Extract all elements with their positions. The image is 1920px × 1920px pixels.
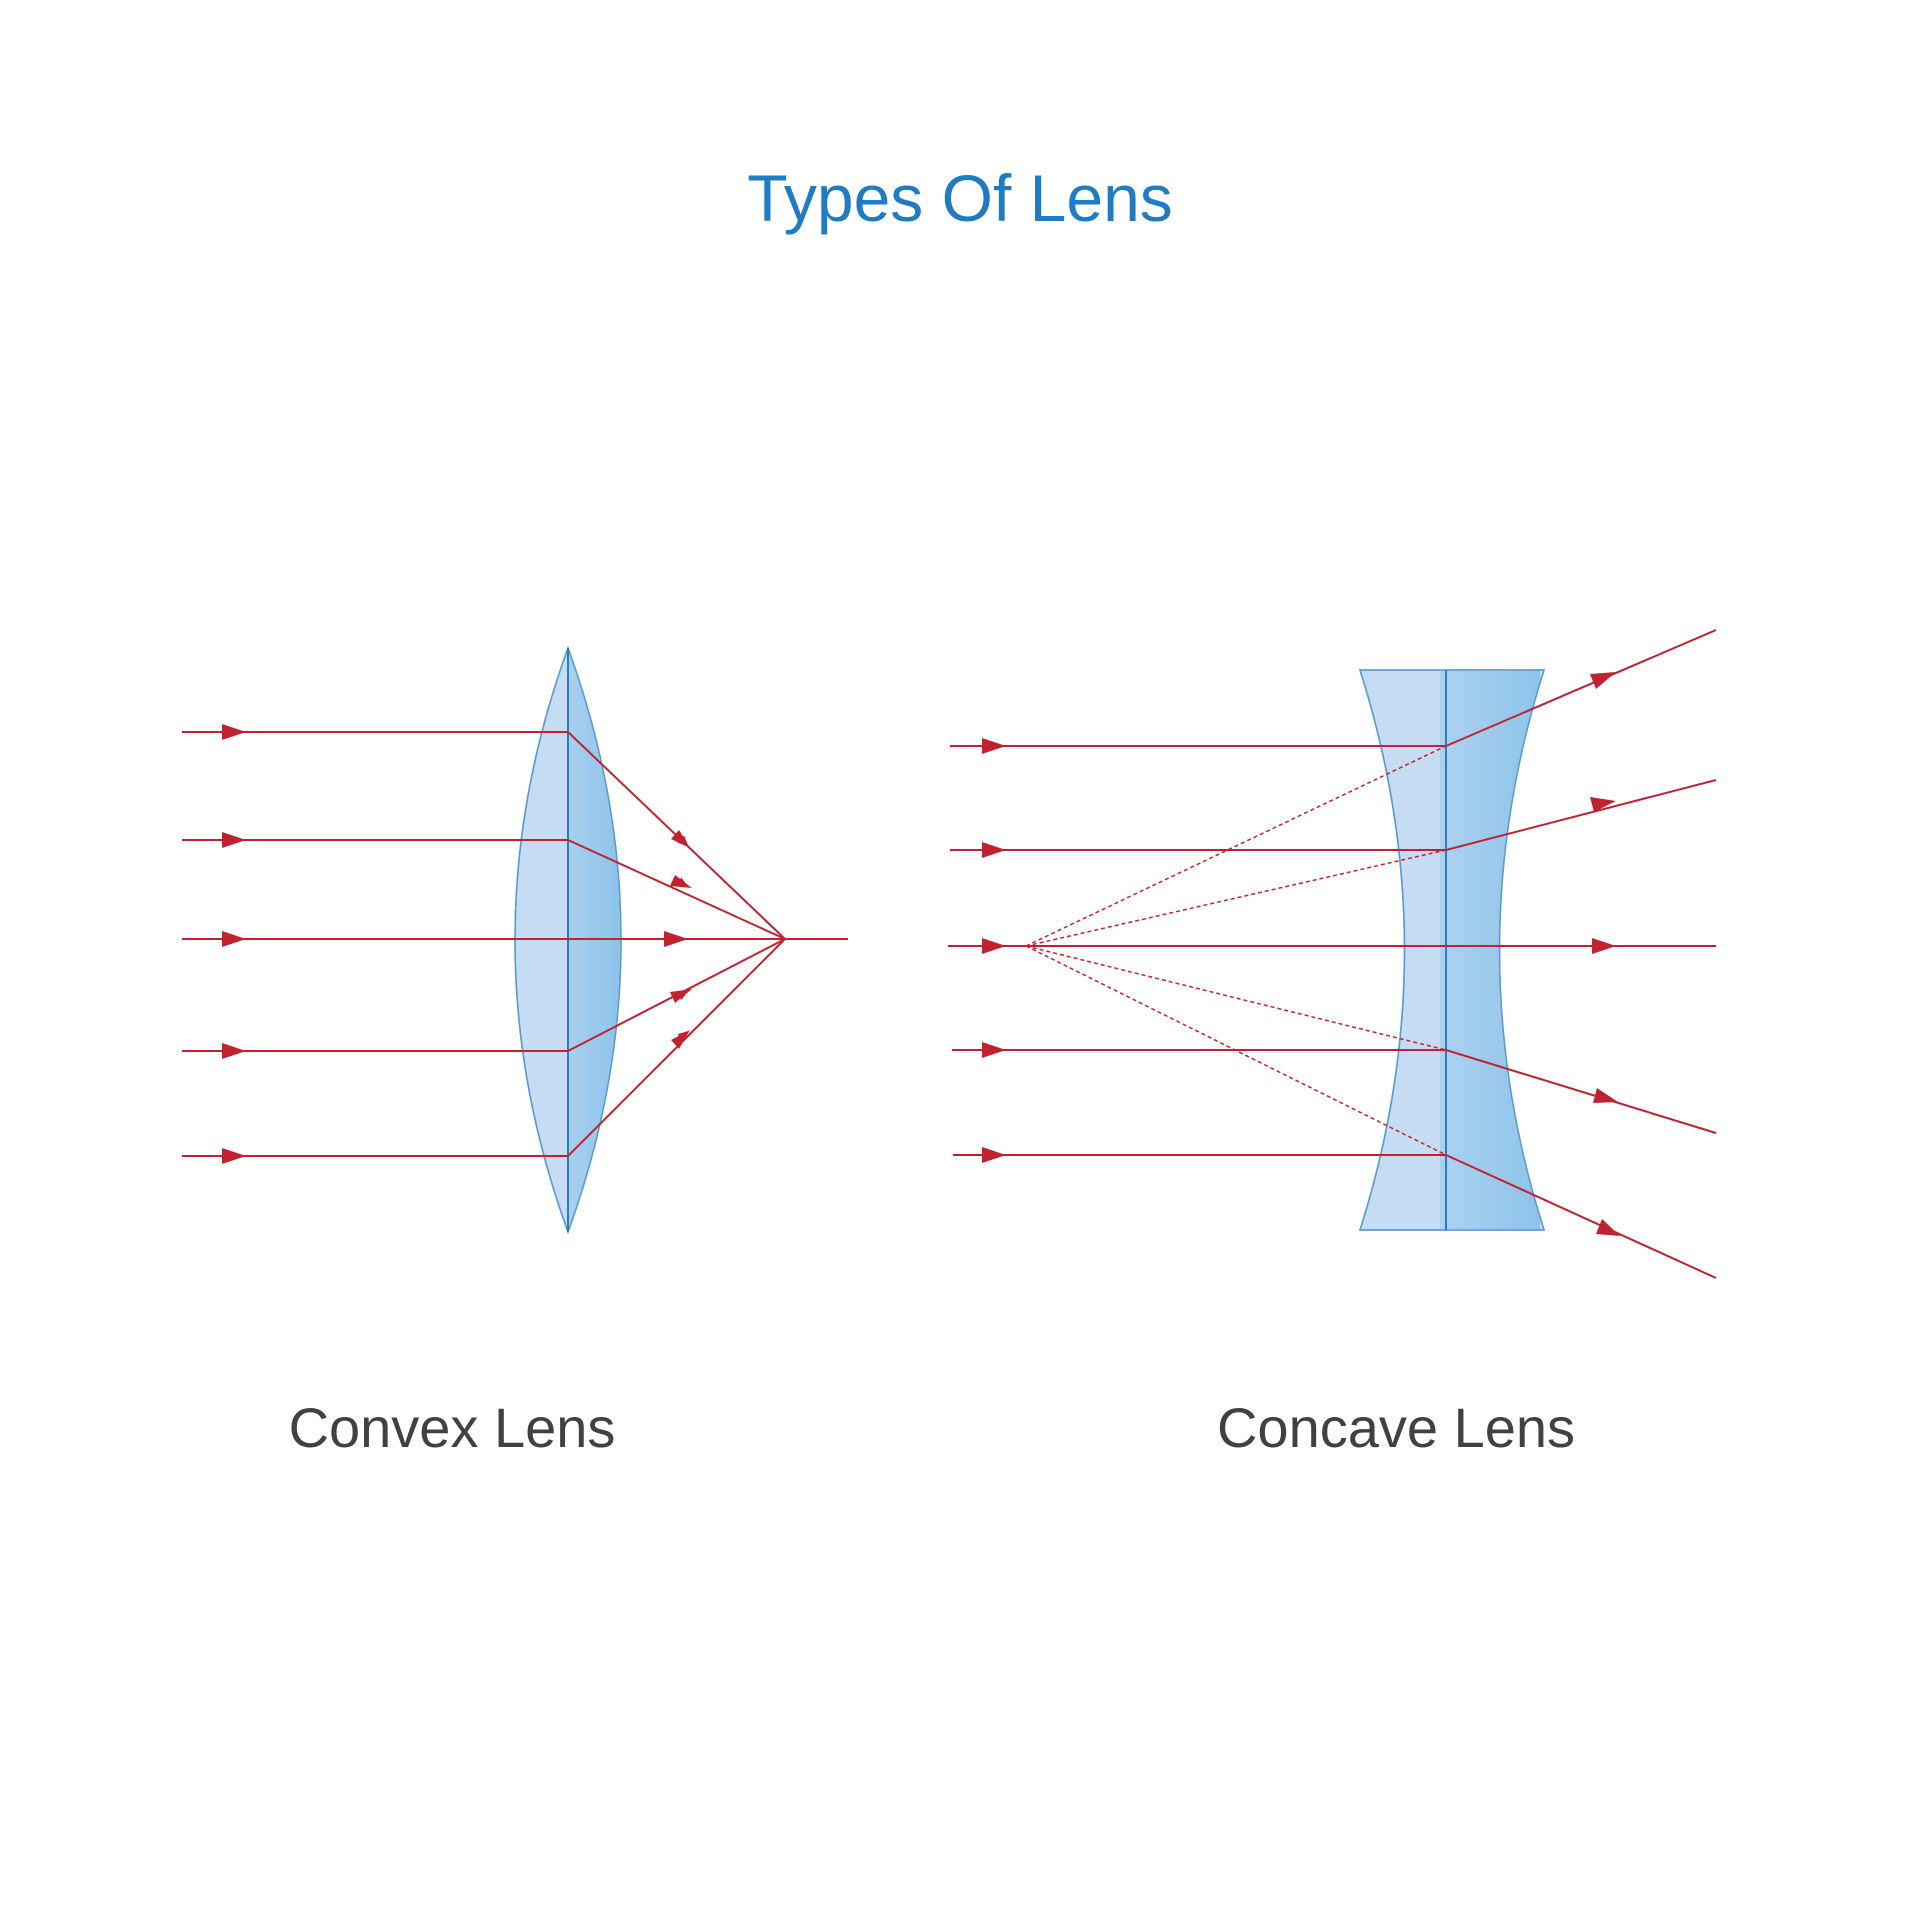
ray-arrowhead: [982, 842, 1006, 858]
ray-arrowhead: [222, 724, 246, 740]
ray-arrowhead: [1596, 1219, 1620, 1236]
concave-rays: [948, 629, 1717, 1279]
ray-arrowhead: [1593, 1088, 1618, 1103]
concave-virtual-rays: [1025, 745, 1447, 1156]
concave-refracted-ray: [1445, 1049, 1717, 1134]
concave-arrowheads: [982, 672, 1620, 1236]
concave-virtual-ray: [1025, 745, 1447, 947]
ray-arrowhead: [222, 832, 246, 848]
ray-arrowhead: [222, 931, 246, 947]
ray-arrowhead: [222, 1148, 246, 1164]
convex-refracted-arrow-shapes: [670, 830, 692, 1049]
convex-lens-group: [182, 645, 848, 1235]
concave-virtual-ray: [1025, 945, 1447, 1156]
ray-arrowhead: [670, 875, 692, 888]
concave-virtual-ray: [1025, 945, 1447, 1051]
ray-arrowhead: [982, 738, 1006, 754]
ray-arrowhead: [1590, 797, 1616, 812]
ray-arrowhead: [664, 931, 688, 947]
concave-lens-group: [948, 629, 1717, 1279]
ray-arrowhead: [982, 1147, 1006, 1163]
ray-arrowhead: [982, 938, 1006, 954]
concave-refracted-ray: [1445, 1154, 1717, 1279]
convex-refracted-ray: [567, 938, 786, 1157]
ray-arrowhead: [222, 1043, 246, 1059]
concave-virtual-ray: [1025, 849, 1447, 947]
convex-refracted-ray: [567, 839, 786, 940]
ray-arrowhead: [982, 1042, 1006, 1058]
convex-arrowheads: [222, 724, 688, 1164]
concave-lens-label: Concave Lens: [1216, 1396, 1575, 1459]
convex-lens-label: Convex Lens: [288, 1396, 616, 1459]
concave-refracted-ray: [1445, 629, 1717, 747]
ray-arrowhead: [670, 989, 692, 1003]
concave-refracted-ray: [1445, 779, 1717, 851]
ray-arrowhead: [1590, 672, 1616, 689]
ray-arrowhead: [671, 1030, 690, 1049]
concave-lens-shade: [1440, 670, 1540, 1230]
ray-arrowhead: [1592, 938, 1616, 954]
diagram-title: Types Of Lens: [747, 161, 1173, 235]
ray-arrowhead: [671, 830, 690, 848]
